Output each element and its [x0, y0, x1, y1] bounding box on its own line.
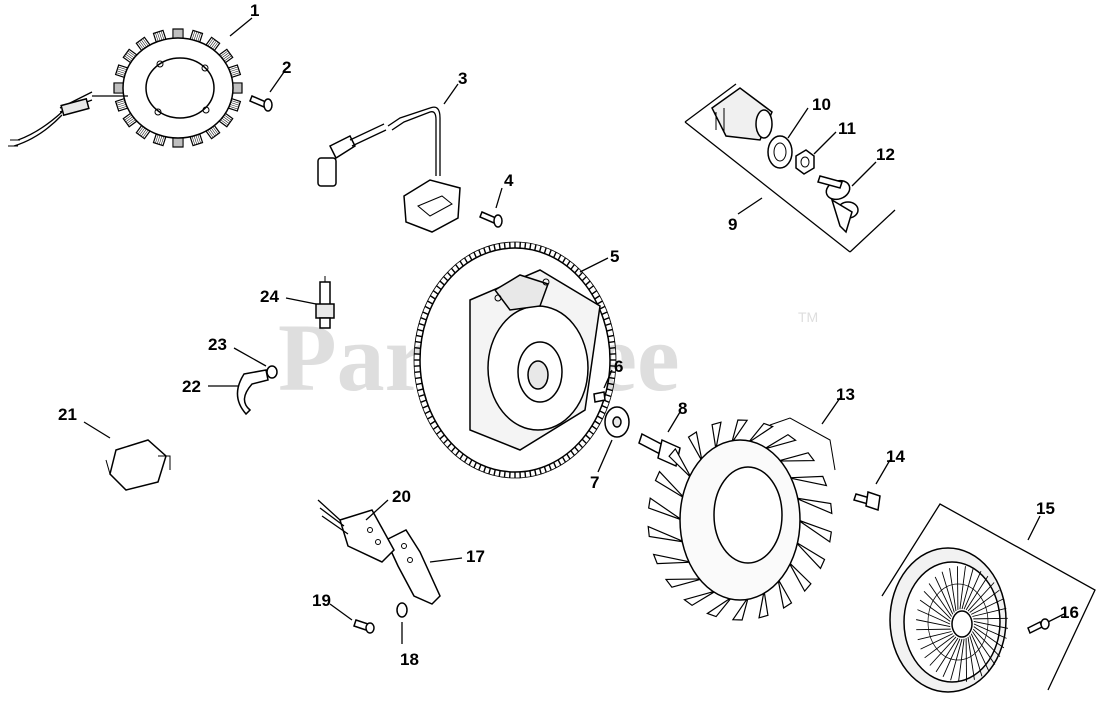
part-label-23[interactable]: 23	[208, 335, 227, 354]
part-label-21[interactable]: 21	[58, 405, 77, 424]
part-label-3[interactable]: 3	[458, 69, 467, 88]
part-label-9[interactable]: 9	[728, 215, 737, 234]
part-label-11[interactable]: 11	[838, 119, 856, 138]
part-label-20[interactable]: 20	[392, 487, 411, 506]
part-label-22[interactable]: 22	[182, 377, 201, 396]
part-label-16[interactable]: 16	[1060, 603, 1079, 622]
part-17-bracket[interactable]	[385, 529, 441, 605]
part-3-ignition-coil[interactable]	[317, 106, 461, 233]
part-label-12[interactable]: 12	[876, 145, 895, 164]
part-2-screw[interactable]	[249, 95, 273, 112]
part-15-screen[interactable]	[881, 503, 1096, 693]
part-4-screw[interactable]	[479, 211, 503, 228]
part-label-15[interactable]: 15	[1036, 499, 1055, 518]
part-label-5[interactable]: 5	[610, 247, 619, 266]
part-5-flywheel[interactable]	[413, 241, 617, 479]
part-label-8[interactable]: 8	[678, 399, 687, 418]
part-label-17[interactable]: 17	[466, 547, 485, 566]
part-labels: 1 2 3 4 5 6 7 8 9 10 11 12 13 14 15 16 1…	[58, 1, 1079, 669]
part-label-7[interactable]: 7	[590, 473, 599, 492]
part-label-14[interactable]: 14	[886, 447, 905, 466]
part-7-washer[interactable]	[604, 406, 630, 438]
part-label-13[interactable]: 13	[836, 385, 855, 404]
part-22-clamp[interactable]	[236, 369, 269, 416]
part-13-fan[interactable]	[647, 417, 836, 621]
part-21-relay[interactable]	[105, 439, 171, 491]
part-label-10[interactable]: 10	[812, 95, 831, 114]
part-20-rectifier[interactable]	[317, 499, 395, 563]
part-11-nut[interactable]	[795, 149, 815, 175]
part-label-4[interactable]: 4	[504, 171, 514, 190]
part-label-1[interactable]: 1	[250, 1, 259, 20]
part-24-spark-plug[interactable]	[315, 276, 335, 329]
part-label-18[interactable]: 18	[400, 650, 419, 669]
watermark-tm: TM	[798, 309, 818, 325]
part-9-switch-assembly[interactable]	[684, 83, 896, 253]
part-16-screw[interactable]	[1027, 618, 1050, 635]
part-10-lock-washer[interactable]	[767, 135, 793, 169]
part-label-19[interactable]: 19	[312, 591, 331, 610]
part-label-2[interactable]: 2	[282, 58, 291, 77]
part-label-6[interactable]: 6	[614, 357, 623, 376]
part-14-screw[interactable]	[853, 491, 881, 511]
part-1-stator[interactable]	[8, 28, 243, 148]
part-18-washer[interactable]	[396, 602, 408, 618]
part-19-screw[interactable]	[353, 619, 375, 634]
part-label-24[interactable]: 24	[260, 287, 279, 306]
part-6-key[interactable]	[593, 391, 606, 403]
leader-lines	[83, 17, 1065, 644]
part-23-washer[interactable]	[266, 365, 278, 379]
part-12-keys[interactable]	[817, 175, 859, 234]
